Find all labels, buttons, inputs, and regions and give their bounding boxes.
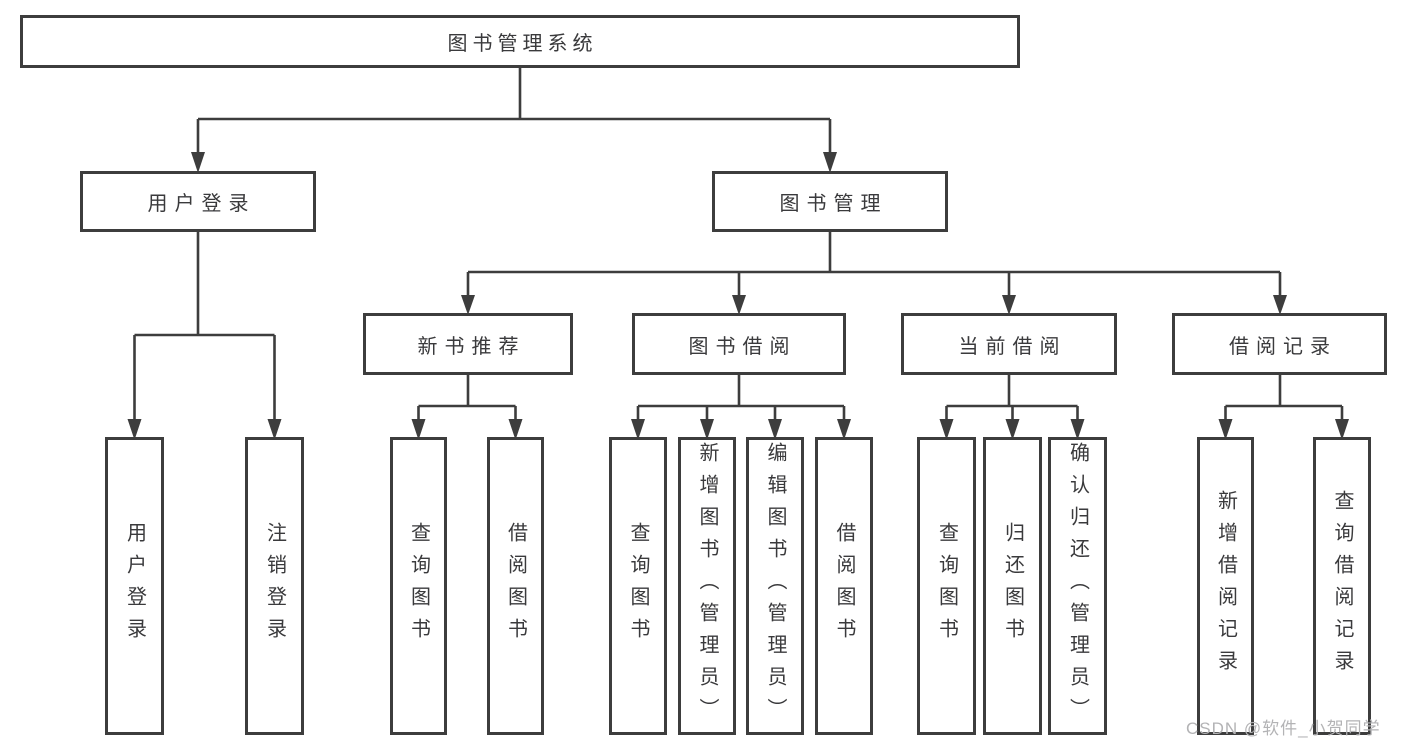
node-new-book-recommend: 新书推荐	[363, 313, 573, 375]
connector-root	[196, 68, 832, 153]
leaf-query-books-borrowing: 查询图书	[609, 437, 667, 735]
leaf-add-book-admin-label: 新增图书（管理员）	[696, 442, 718, 730]
node-borrowing-records: 借阅记录	[1172, 313, 1387, 375]
node-user-login: 用户登录	[80, 171, 316, 232]
leaf-confirm-return-admin: 确认归还（管理员）	[1048, 437, 1107, 735]
leaf-edit-book-admin-label: 编辑图书（管理员）	[764, 442, 786, 730]
node-current-borrowing: 当前借阅	[901, 313, 1117, 375]
leaf-query-books-recommend: 查询图书	[390, 437, 447, 735]
leaf-return-books-label: 归还图书	[1001, 522, 1024, 650]
node-book-borrowing: 图书借阅	[632, 313, 846, 375]
leaf-query-books-borrowing-label: 查询图书	[627, 522, 649, 650]
leaf-confirm-return-admin-label: 确认归还（管理员）	[1066, 442, 1089, 730]
connector-new-book-recommend	[417, 375, 517, 420]
connector-book-management	[466, 232, 1282, 296]
leaf-query-books-current-label: 查询图书	[935, 522, 958, 650]
leaf-borrow-books-recommend-label: 借阅图书	[504, 522, 527, 650]
leaf-user-login: 用户登录	[105, 437, 164, 735]
leaf-add-borrow-record: 新增借阅记录	[1197, 437, 1254, 735]
connector-user-login	[133, 232, 276, 420]
connector-book-borrowing	[636, 375, 846, 420]
leaf-logout: 注销登录	[245, 437, 304, 735]
leaf-query-books-recommend-label: 查询图书	[407, 522, 430, 650]
node-book-management: 图书管理	[712, 171, 948, 232]
leaf-borrow-books-borrowing-label: 借阅图书	[833, 522, 855, 650]
leaf-query-books-current: 查询图书	[917, 437, 976, 735]
leaf-query-borrow-record-label: 查询借阅记录	[1331, 490, 1353, 682]
leaf-query-borrow-record: 查询借阅记录	[1313, 437, 1371, 735]
leaf-add-borrow-record-label: 新增借阅记录	[1214, 490, 1237, 682]
connector-borrowing-records	[1224, 375, 1344, 420]
csdn-watermark: CSDN @软件_小贺同学	[1186, 719, 1381, 738]
leaf-user-login-label: 用户登录	[123, 522, 146, 650]
leaf-borrow-books-recommend: 借阅图书	[487, 437, 544, 735]
arrowheads	[127, 152, 1349, 440]
connector-current-borrowing	[945, 375, 1079, 420]
node-library-management-system: 图书管理系统	[20, 15, 1020, 68]
leaf-logout-label: 注销登录	[263, 522, 286, 650]
leaf-add-book-admin: 新增图书（管理员）	[678, 437, 736, 735]
leaf-edit-book-admin: 编辑图书（管理员）	[746, 437, 804, 735]
leaf-return-books: 归还图书	[983, 437, 1042, 735]
leaf-borrow-books-borrowing: 借阅图书	[815, 437, 873, 735]
